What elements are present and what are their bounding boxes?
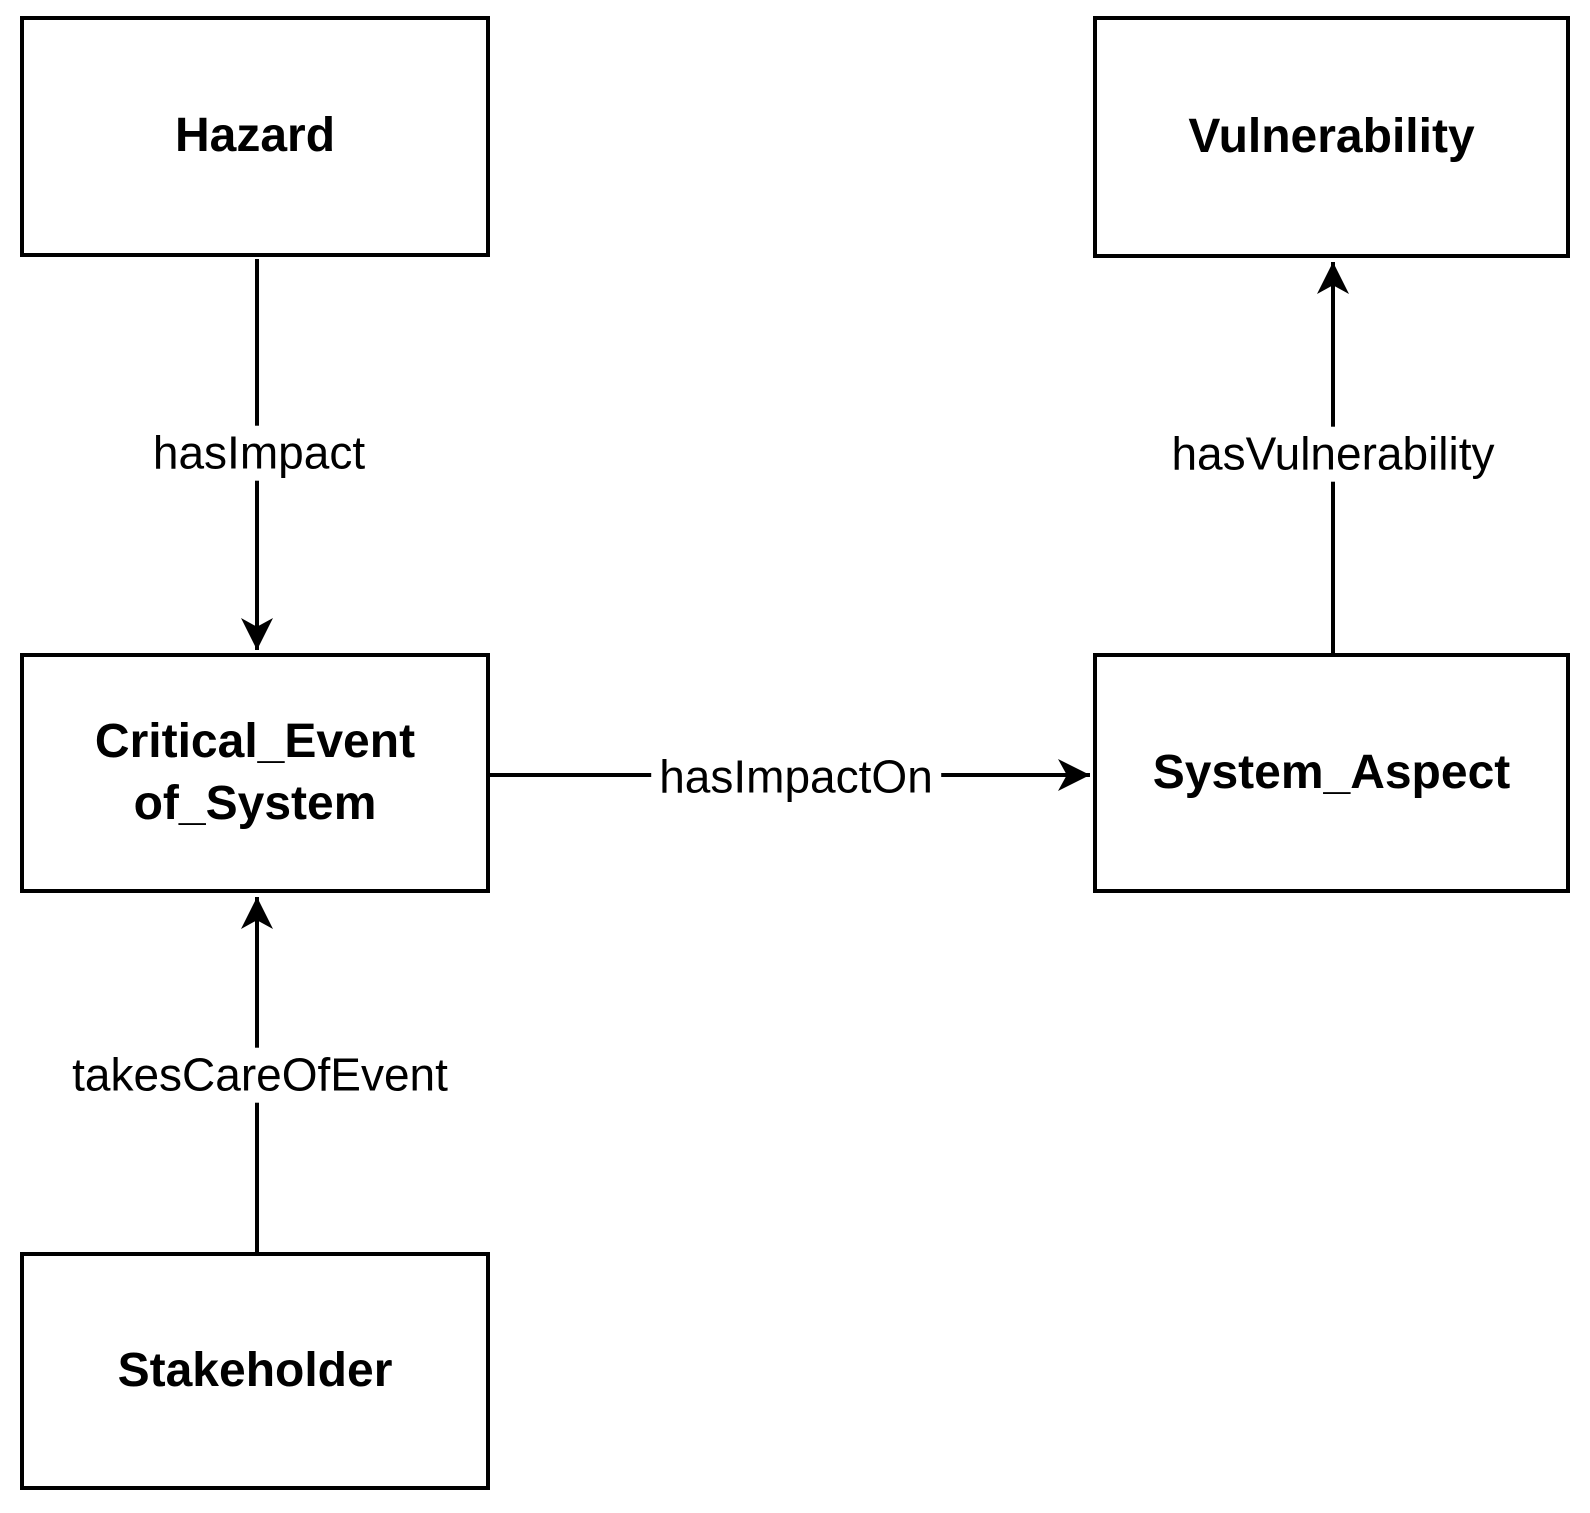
- node-hazard-label: Hazard: [174, 109, 336, 163]
- node-system-aspect: System_Aspect: [1093, 653, 1570, 893]
- node-system-aspect-label: System_Aspect: [1152, 745, 1511, 799]
- node-critical-event-label: Critical_Event of_System: [95, 711, 415, 836]
- node-hazard: Hazard: [20, 16, 490, 257]
- node-vulnerability-label: Vulnerability: [1188, 109, 1475, 163]
- edge-label-hasimpacton: hasImpactOn: [651, 749, 941, 805]
- node-critical-event-label-line2: of_System: [133, 777, 377, 830]
- node-stakeholder: Stakeholder: [20, 1252, 490, 1490]
- edge-label-takescareofevent: takesCareOfEvent: [64, 1047, 456, 1103]
- node-critical-event-label-line1: Critical_Event: [94, 714, 416, 768]
- edge-label-hasvulnerability: hasVulnerability: [1163, 426, 1503, 482]
- node-stakeholder-label: Stakeholder: [117, 1343, 393, 1397]
- edge-label-hasimpact: hasImpact: [144, 425, 374, 481]
- node-critical-event-of-system: Critical_Event of_System: [20, 653, 490, 893]
- node-vulnerability: Vulnerability: [1093, 16, 1570, 258]
